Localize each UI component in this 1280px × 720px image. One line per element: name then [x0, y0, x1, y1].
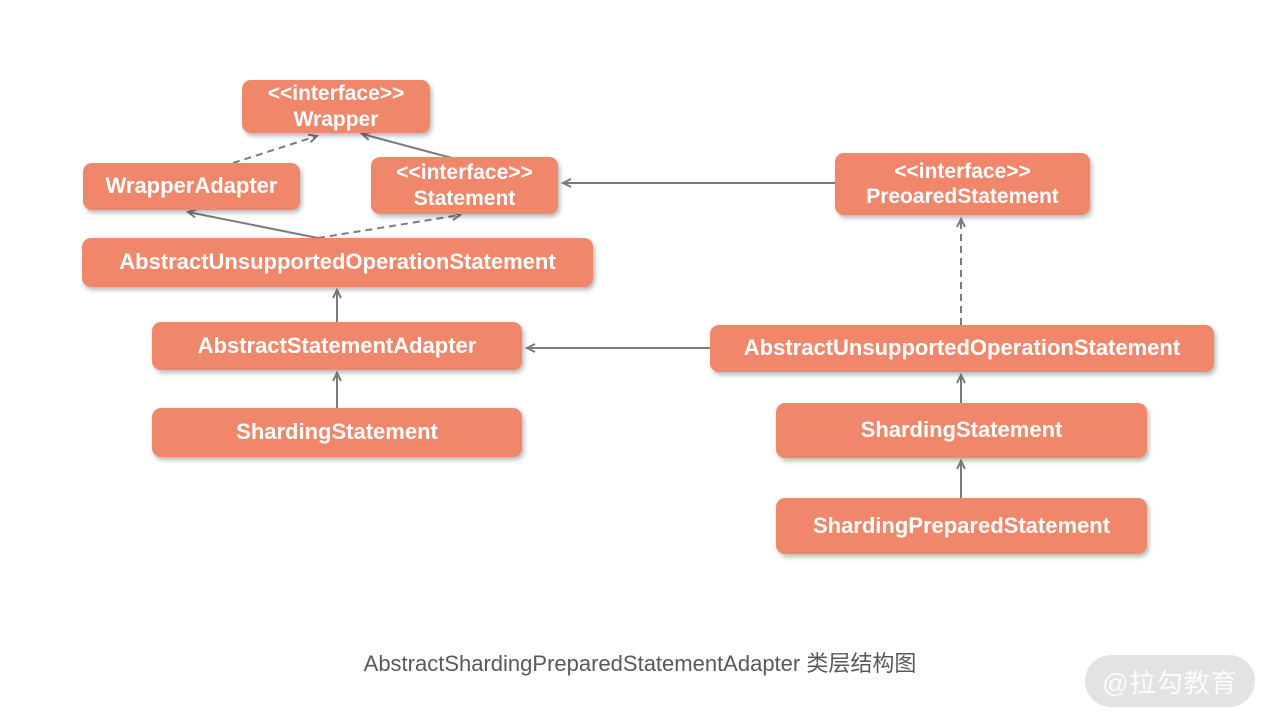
class-box-sharding-statement-left: ShardingStatement: [152, 408, 522, 457]
stereotype-label: <<interface>>: [396, 161, 533, 185]
class-name-label: AbstractUnsupportedOperationStatement: [119, 249, 556, 275]
class-box-sharding-statement-right: ShardingStatement: [776, 403, 1147, 458]
class-name-label: Statement: [413, 186, 516, 210]
class-box-prepared-statement-interface: <<interface>> PreoaredStatement: [835, 153, 1090, 215]
class-box-wrapper-adapter: WrapperAdapter: [83, 163, 300, 210]
edge-abstract_unsupported_operation_statement_left-to-wrapper_adapter: [185, 208, 319, 239]
class-name-label: PreoaredStatement: [866, 185, 1059, 208]
stereotype-label: <<interface>>: [894, 159, 1031, 183]
class-box-sharding-prepared-statement: ShardingPreparedStatement: [776, 498, 1147, 554]
class-box-statement-interface: <<interface>> Statement: [371, 157, 558, 214]
class-name-label: AbstractUnsupportedOperationStatement: [743, 335, 1181, 361]
class-name-label: Wrapper: [293, 107, 379, 131]
edge-wrapper_adapter-to-wrapper: [232, 133, 320, 164]
class-box-wrapper-interface: <<interface>> Wrapper: [242, 80, 430, 133]
class-name-label: WrapperAdapter: [105, 173, 278, 199]
edge-abstract_unsupported_operation_statement_left-to-statement: [317, 211, 463, 239]
class-name-label: ShardingStatement: [860, 417, 1063, 443]
stereotype-label: <<interface>>: [267, 82, 405, 106]
watermark-label: @拉勾教育: [1102, 667, 1238, 698]
class-box-abstract-unsupported-operation-statement-left: AbstractUnsupportedOperationStatement: [82, 238, 593, 287]
class-name-label: ShardingStatement: [236, 419, 438, 445]
edge-statement-to-wrapper: [359, 131, 453, 159]
diagram-caption: AbstractShardingPreparedStatementAdapter…: [363, 651, 917, 676]
class-name-label: ShardingPreparedStatement: [812, 512, 1111, 538]
watermark-badge: @拉勾教育: [1085, 655, 1255, 707]
class-name-label: AbstractStatementAdapter: [197, 332, 477, 358]
class-box-abstract-statement-adapter: AbstractStatementAdapter: [152, 322, 522, 370]
class-box-abstract-unsupported-operation-statement-right: AbstractUnsupportedOperationStatement: [710, 325, 1214, 372]
